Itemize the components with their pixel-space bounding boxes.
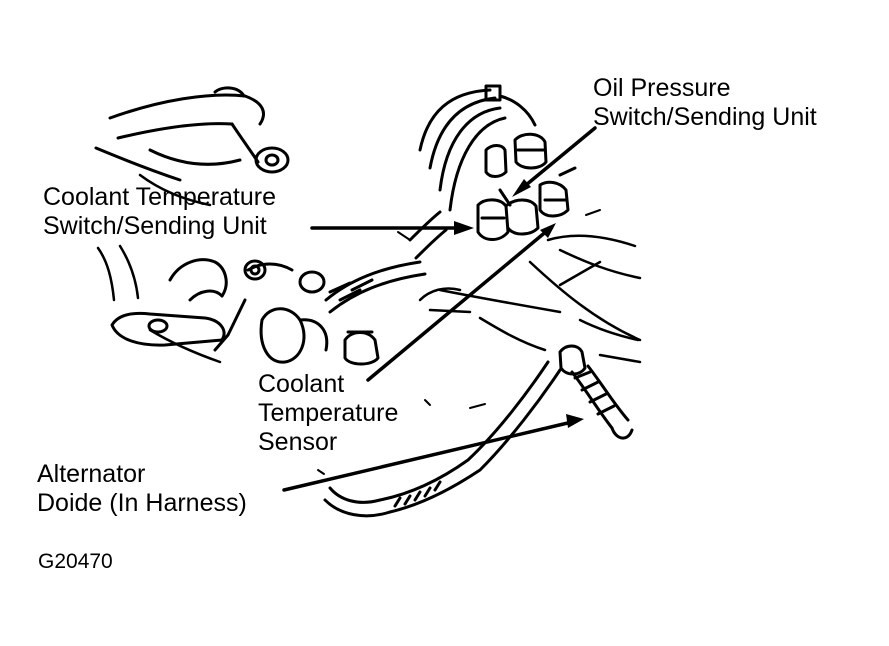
- callout-coolant-sensor-line3: Sensor: [258, 428, 338, 456]
- arrowhead-coolant-switch: [454, 221, 474, 235]
- coolant-switch-body: [476, 188, 540, 241]
- callout-oil-pressure-line1: Oil Pressure: [593, 74, 731, 102]
- callout-oil-pressure: Oil Pressure Switch/Sending Unit: [593, 74, 817, 132]
- arrowheads: [454, 179, 584, 428]
- figure-id: G20470: [38, 550, 113, 573]
- connector-plug: [343, 330, 380, 366]
- arrowhead-oil-pressure: [512, 179, 531, 197]
- callout-alternator: Alternator Doide (In Harness): [37, 460, 247, 518]
- arrow-alternator: [282, 420, 574, 492]
- oil-pressure-switch: [484, 132, 577, 218]
- engine-right-contours: [418, 234, 642, 364]
- upper-left-bracket: [94, 86, 290, 182]
- arrowhead-alternator: [566, 414, 584, 428]
- callout-coolant-switch: Coolant Temperature Switch/Sending Unit: [43, 183, 276, 241]
- callout-coolant-sensor: Coolant Temperature Sensor: [258, 370, 398, 457]
- callout-oil-pressure-line2: Switch/Sending Unit: [593, 103, 817, 131]
- callout-coolant-sensor-line1: Coolant: [258, 370, 345, 398]
- upper-wire-bundle: [408, 84, 537, 260]
- callout-coolant-switch-line1: Coolant Temperature: [43, 183, 277, 211]
- detail-marks: [317, 209, 601, 475]
- callout-coolant-sensor-line2: Temperature: [258, 399, 399, 427]
- leader-arrows: [282, 126, 597, 492]
- alternator-harness: [323, 344, 634, 518]
- arrow-coolant-sensor: [366, 228, 550, 382]
- arrow-oil-pressure: [518, 126, 597, 192]
- callout-alternator-line1: Alternator: [37, 460, 146, 488]
- callout-alternator-line2: Doide (In Harness): [37, 489, 247, 517]
- wire-harness-loop: [243, 259, 427, 364]
- lower-left-bracket: [110, 258, 247, 352]
- left-body-contour: [96, 173, 222, 364]
- callout-coolant-switch-line2: Switch/Sending Unit: [43, 212, 267, 240]
- arrowhead-coolant-sensor: [540, 223, 556, 238]
